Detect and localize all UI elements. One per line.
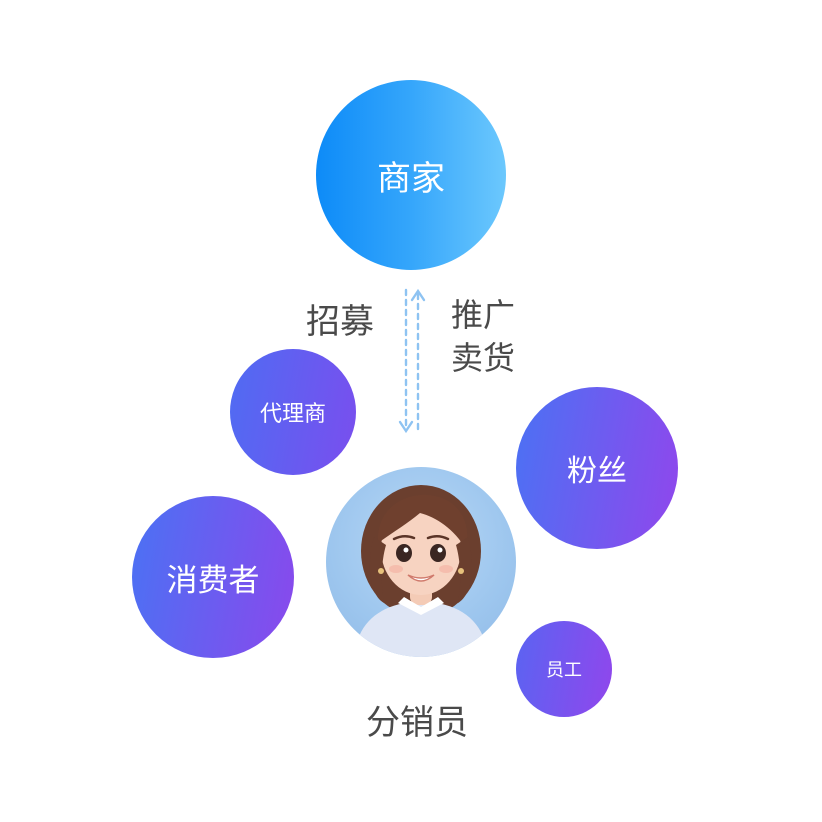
staff-node: 员工 xyxy=(516,621,612,717)
staff-label: 员工 xyxy=(546,660,582,681)
consumer-label: 消费者 xyxy=(166,562,260,599)
distributor-avatar xyxy=(326,467,516,657)
agent-node: 代理商 xyxy=(230,349,356,475)
consumer-node: 消费者 xyxy=(132,496,294,658)
fans-node: 粉丝 xyxy=(516,387,678,549)
sell-label: 卖货 xyxy=(451,339,516,377)
woman-avatar-icon xyxy=(354,485,488,657)
recruit-label: 招募 xyxy=(306,302,374,342)
dashed-arrow-icon xyxy=(398,288,426,436)
merchant-label: 商家 xyxy=(377,158,445,199)
merchant-node: 商家 xyxy=(316,80,506,270)
distributor-label: 分销员 xyxy=(366,703,468,743)
fans-label: 粉丝 xyxy=(567,454,627,489)
promote-label: 推广 xyxy=(451,296,516,334)
agent-label: 代理商 xyxy=(259,402,326,427)
